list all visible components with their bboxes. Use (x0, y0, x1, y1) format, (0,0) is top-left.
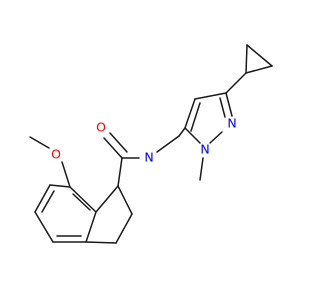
bond-cp-a (245, 44, 248, 74)
molecule-canvas: O O N N N (29, 44, 273, 244)
bond-n-ch2 (156, 135, 180, 153)
bond-c7a-c1 (95, 185, 119, 213)
bond-c1-c2 (117, 185, 133, 215)
bond-ch2-c5pyr (178, 127, 186, 137)
bond-c3-cp (225, 72, 247, 94)
bond-c6-c7 (49, 184, 71, 188)
bond-c7-c7a (69, 186, 97, 213)
bond-c3-n2-inner (219, 97, 226, 118)
bond-c1-carbonyl (117, 157, 123, 187)
bond-carbonyl-o-b (109, 132, 128, 153)
bond-c4-c5 (34, 211, 54, 243)
bond-c5-c4-inner (190, 102, 201, 132)
atom-o-carbonyl: O (96, 120, 106, 135)
atom-n-pyrazole-2: N (227, 116, 236, 131)
bond-c5-c6-inner (41, 190, 55, 213)
bond-c3-c3a (85, 241, 117, 244)
molecule-structure: O O N N N (29, 44, 273, 244)
bond-c7a-c3a (85, 211, 97, 243)
atom-n-pyrazole-1: N (200, 142, 209, 157)
bond-n1-methyl (199, 157, 204, 181)
bond-c5-c6 (34, 184, 51, 213)
bond-n1-n2 (209, 131, 223, 144)
bond-carbonyl-o-a (103, 137, 123, 159)
bond-c2-c3 (115, 213, 133, 244)
bond-o-aryl (61, 161, 71, 188)
bond-c5-c4 (184, 98, 196, 129)
bond-c7-c7a-inner (72, 193, 91, 211)
bond-c4-c3 (194, 92, 227, 100)
atom-o-methoxy: O (51, 147, 61, 162)
amide-bonds (103, 127, 186, 187)
cyclopentane-bonds (85, 185, 133, 244)
bond-cp-b (245, 65, 273, 74)
methoxy-bonds (29, 136, 71, 188)
bond-c3-n2 (225, 92, 233, 117)
pyrazole-bonds (184, 92, 233, 181)
bond-methyl-o (29, 136, 50, 149)
cyclopropyl-bonds (225, 44, 273, 94)
atom-n-amide: N (144, 150, 153, 165)
benzene-ring-bonds (34, 184, 97, 243)
bond-c5-n1 (184, 127, 201, 144)
bond-cp-c (246, 44, 273, 67)
